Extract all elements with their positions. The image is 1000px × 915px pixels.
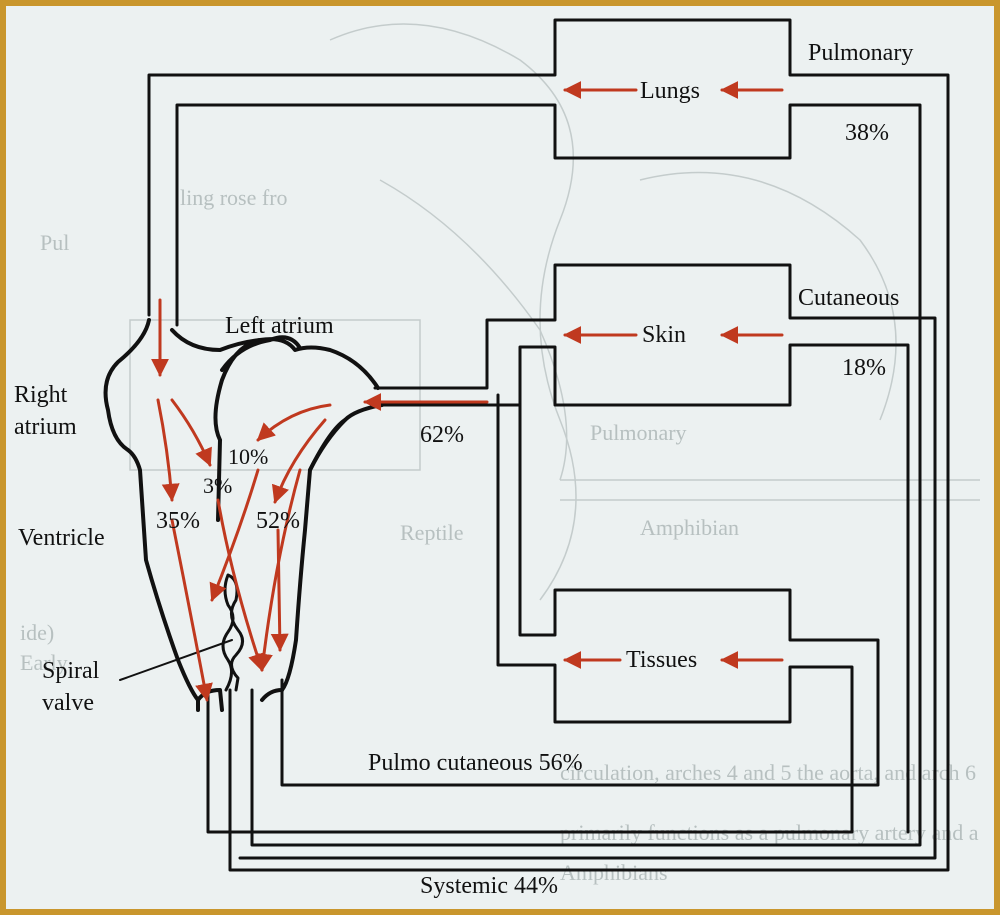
svg-text:Pulmonary: Pulmonary: [590, 420, 687, 445]
label-ventricle: Ventricle: [18, 525, 105, 551]
arrow-la-10: [258, 405, 330, 440]
svg-text:circulation, arches 4 and 5 th: circulation, arches 4 and 5 the aorta, a…: [560, 760, 976, 785]
svg-text:Reptile: Reptile: [400, 520, 464, 545]
label-left-atrium: Left atrium: [225, 313, 334, 339]
label-systemic: Systemic 44%: [420, 873, 558, 899]
label-tissues: Tissues: [626, 647, 697, 673]
label-pulmonary: Pulmonary: [808, 40, 913, 66]
label-pulmonary-pct: 38%: [845, 120, 889, 146]
svg-text:Amphibians: Amphibians: [560, 860, 668, 885]
arrow-52-down: [278, 530, 280, 650]
outflow-left: [198, 690, 222, 710]
systemic-vessel-outer: [282, 405, 878, 785]
label-pulmo-cutaneous: Pulmo cutaneous 56%: [368, 750, 583, 776]
svg-text:Amphibian: Amphibian: [640, 515, 739, 540]
pulmonary-circuit: [149, 20, 948, 870]
label-cutaneous-pct: 18%: [842, 355, 886, 381]
svg-text:ling rose fro: ling rose fro: [180, 185, 288, 210]
svg-text:Pul: Pul: [40, 230, 69, 255]
label-lungs: Lungs: [640, 78, 700, 104]
circulation-diagram: Pul ling rose fro Pulmonary Amphibian Re…: [6, 6, 994, 909]
diagram-frame: Pul ling rose fro Pulmonary Amphibian Re…: [6, 6, 994, 909]
arrow-35-down: [172, 520, 207, 700]
outflow-right: [262, 690, 282, 700]
flow-arrows: [158, 90, 782, 700]
label-pct-52: 52%: [256, 508, 300, 534]
arrow-ra-35: [158, 400, 172, 500]
label-right-atrium-1: Right: [14, 382, 68, 408]
label-pct-3: 3%: [203, 473, 232, 498]
arrow-la-52: [275, 420, 325, 502]
label-right-atrium-2: atrium: [14, 414, 77, 440]
svg-text:ide): ide): [20, 620, 54, 645]
label-cutaneous: Cutaneous: [798, 285, 899, 311]
label-pct-10: 10%: [228, 444, 268, 469]
label-spiral-valve-1: Spiral: [42, 658, 100, 684]
label-spiral-valve-2: valve: [42, 690, 94, 716]
arrow-ra-3: [172, 400, 210, 465]
spiral-valve-pointer: [120, 640, 232, 680]
label-pct-62: 62%: [420, 422, 464, 448]
label-pct-35: 35%: [156, 508, 200, 534]
label-skin: Skin: [642, 322, 686, 348]
pulmonary-vessel-outer: [149, 20, 948, 870]
